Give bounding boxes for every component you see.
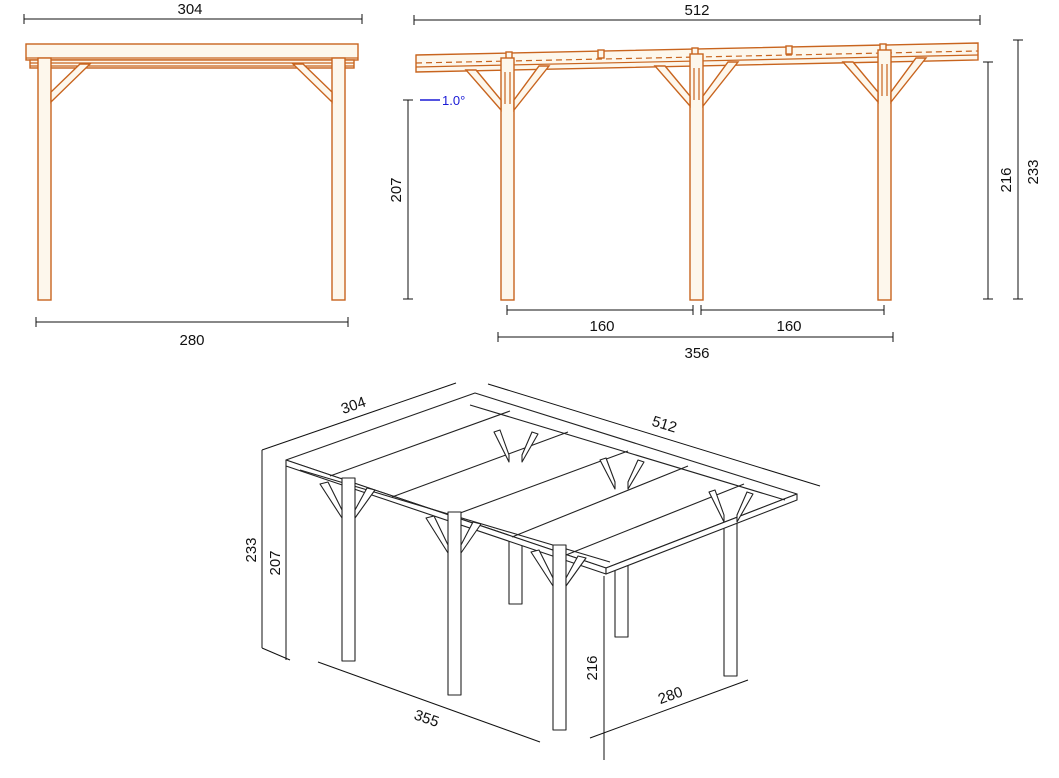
iso-width-dimension-line [261, 382, 457, 451]
side-view: 512 1.0° 207 [388, 2, 1042, 362]
isometric-view: 304 512 233 207 216 355 280 [243, 382, 821, 760]
iso-front-post [447, 511, 462, 696]
iso-roof-side-edge [605, 493, 798, 575]
side-low-height-label: 207 [388, 177, 405, 202]
iso-total-height-label: 233 [243, 537, 260, 562]
front-beam [29, 59, 355, 69]
front-view: 304 280 [23, 1, 363, 349]
side-spacing-left-label: 160 [589, 318, 614, 335]
iso-depth-line [589, 679, 749, 739]
front-top-width-label: 304 [177, 1, 202, 18]
iso-rafter [511, 465, 689, 538]
iso-brace [565, 555, 587, 587]
roof-angle-label: 1.0° [442, 93, 465, 108]
iso-front-post [341, 477, 356, 662]
iso-brace [627, 459, 645, 490]
front-left-brace [50, 63, 92, 104]
iso-post-length-label: 355 [412, 707, 441, 731]
side-spacing-right-label: 160 [776, 318, 801, 335]
rafter-mark [597, 49, 605, 59]
iso-brace [521, 431, 539, 463]
side-post-span-label: 356 [684, 345, 709, 362]
iso-brace [736, 491, 754, 523]
iso-width-label: 304 [339, 394, 368, 418]
iso-post-height-label: 216 [584, 655, 601, 680]
iso-brace [319, 481, 343, 519]
iso-brace [354, 487, 376, 519]
front-left-post [37, 57, 52, 301]
side-post-left [500, 57, 515, 301]
side-brace [513, 65, 551, 113]
side-brace [702, 61, 740, 109]
side-brace [890, 57, 928, 105]
iso-height-base-line [261, 647, 291, 661]
side-post-right [877, 49, 892, 301]
iso-back-beam [469, 404, 786, 501]
side-brace [464, 69, 502, 112]
iso-post-length-line [317, 661, 541, 743]
iso-brace [530, 549, 554, 587]
front-right-post [331, 57, 346, 301]
iso-brace [599, 457, 616, 490]
side-post-middle [689, 53, 704, 301]
iso-brace [708, 489, 725, 523]
side-length-label: 512 [684, 2, 709, 19]
iso-rafter [329, 410, 511, 477]
front-bottom-width-label: 280 [179, 332, 204, 349]
iso-brace [493, 429, 510, 463]
side-brace [841, 61, 879, 104]
iso-front-post [552, 544, 567, 731]
side-total-height-label: 233 [1025, 159, 1042, 184]
rafter-mark [785, 45, 793, 55]
iso-rafter [391, 431, 569, 498]
iso-length-dimension-line [487, 383, 821, 487]
side-brace [653, 65, 691, 108]
iso-low-height-label: 207 [267, 550, 284, 575]
iso-brace [460, 521, 482, 554]
side-post-height-label: 216 [998, 167, 1015, 192]
iso-length-label: 512 [650, 413, 679, 437]
iso-rafter [451, 450, 629, 517]
iso-brace [425, 515, 449, 554]
front-right-brace [291, 63, 333, 104]
